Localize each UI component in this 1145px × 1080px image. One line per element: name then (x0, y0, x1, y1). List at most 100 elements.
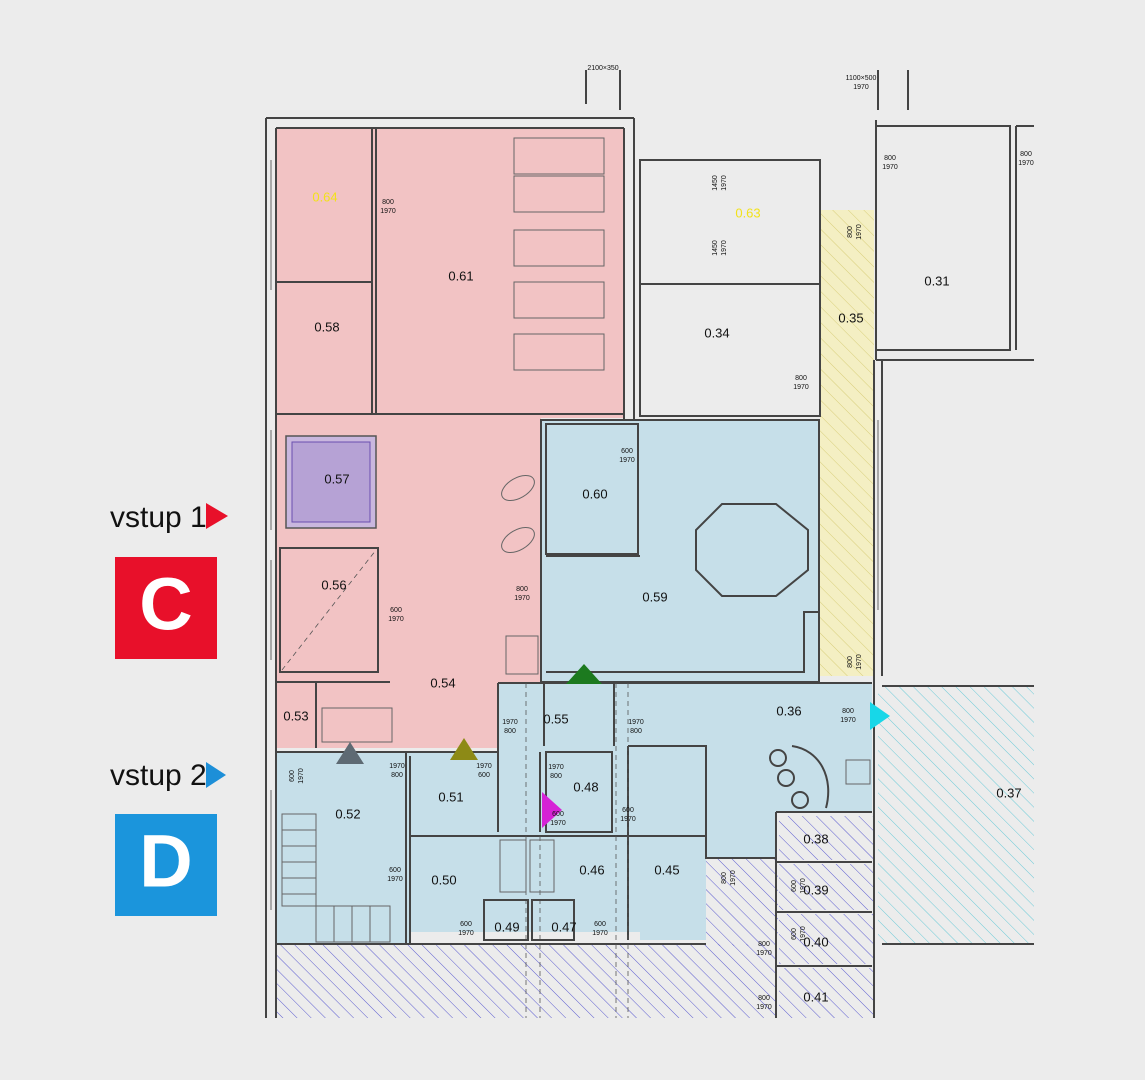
room-058: 0.58 (314, 319, 339, 334)
door-dim-600: 600 (478, 772, 490, 779)
hatch-wc-039 (779, 864, 873, 910)
door-dim-1970: 1970 (840, 717, 856, 724)
door-dim-1970: 1970 (1018, 160, 1034, 167)
door-dim-800: 800 (842, 708, 854, 715)
door-dim-1450: 1450 (712, 240, 719, 256)
marker-green-icon (566, 664, 602, 684)
door-dim-600: 600 (621, 448, 633, 455)
door-dim-1970: 1970 (628, 719, 644, 726)
room-060: 0.60 (582, 486, 607, 501)
door-dim-1970: 1970 (800, 926, 807, 942)
room-046: 0.46 (579, 862, 604, 877)
door-dim-800: 800 (884, 155, 896, 162)
door-dim-800: 800 (630, 728, 642, 735)
room-041: 0.41 (803, 989, 828, 1004)
room-036: 0.36 (776, 703, 801, 718)
badge-d-letter: D (139, 820, 192, 903)
room-037: 0.37 (996, 785, 1021, 800)
walls (265, 70, 1034, 1018)
room-050: 0.50 (431, 872, 456, 887)
door-dim-600: 600 (791, 928, 798, 940)
room-061: 0.61 (448, 268, 473, 283)
zone-d-lower (276, 683, 872, 944)
zone-d-upper (541, 420, 819, 682)
door-dim-1970: 1970 (793, 384, 809, 391)
door-dim-600: 600 (289, 770, 296, 782)
door-dim-1970: 1970 (721, 175, 728, 191)
room-059: 0.59 (642, 589, 667, 604)
entry1-label: vstup 1 (110, 501, 207, 534)
marker-cyan-icon (870, 702, 890, 730)
room-040: 0.40 (803, 934, 828, 949)
door-dim-1970: 1970 (856, 654, 863, 670)
door-dim-1970: 1970 (388, 616, 404, 623)
door-dim-600: 600 (390, 607, 402, 614)
room-039: 0.39 (803, 882, 828, 897)
room-057: 0.57 (324, 471, 349, 486)
door-dim-800: 800 (516, 586, 528, 593)
room-052: 0.52 (335, 806, 360, 821)
door-dim-1970: 1970 (756, 1004, 772, 1011)
door-dim-1970: 1970 (721, 240, 728, 256)
door-dim-800: 800 (1020, 151, 1032, 158)
room-049: 0.49 (494, 919, 519, 934)
door-dim-800: 800 (391, 772, 403, 779)
room-038: 0.38 (803, 831, 828, 846)
door-dim-800: 800 (847, 656, 854, 668)
door-dim-600: 600 (594, 921, 606, 928)
door-dim-1970: 1970 (730, 870, 737, 886)
room-055: 0.55 (543, 711, 568, 726)
door-dim-600: 600 (552, 811, 564, 818)
room-047: 0.47 (551, 919, 576, 934)
door-dim-1970: 1970 (476, 763, 492, 770)
door-dim-1970: 1970 (387, 876, 403, 883)
door-dim-1970: 1970 (620, 816, 636, 823)
badge-c-letter: C (139, 563, 192, 646)
room-053: 0.53 (283, 708, 308, 723)
room-045: 0.45 (654, 862, 679, 877)
door-dim-1450: 1450 (712, 175, 719, 191)
door-dim-800: 800 (758, 941, 770, 948)
door-dim-800: 800 (758, 995, 770, 1002)
door-dim-800: 800 (847, 226, 854, 238)
corridor-035-hatch (820, 210, 874, 676)
door-dim-1970: 1970 (550, 820, 566, 827)
door-dim-800: 800 (382, 199, 394, 206)
hatch-bottom-right (706, 858, 778, 946)
door-dim-800: 800 (795, 375, 807, 382)
room-035: 0.35 (838, 310, 863, 325)
door-top-1: 2100×350 (587, 65, 618, 72)
room-031: 0.31 (924, 273, 949, 288)
door-top-2b: 1970 (853, 84, 869, 91)
hatch-037 (878, 686, 1034, 944)
room-063: 0.63 (735, 205, 760, 220)
door-top-2a: 1100×500 (846, 75, 877, 82)
hatch-wc-038 (779, 816, 873, 860)
room-034: 0.34 (704, 325, 729, 340)
door-dim-600: 600 (389, 867, 401, 874)
entry2-label: vstup 2 (110, 759, 207, 792)
room-051: 0.51 (438, 789, 463, 804)
entry2-arrow-icon (206, 762, 226, 788)
door-dim-1970: 1970 (756, 950, 772, 957)
badge-d (115, 814, 217, 916)
door-dim-1970: 1970 (514, 595, 530, 602)
room-064: 0.64 (312, 189, 337, 204)
hatch-wc-041 (779, 968, 873, 1018)
hatch-wc-040 (779, 914, 873, 964)
door-dim-1970: 1970 (619, 457, 635, 464)
door-dim-1970: 1970 (800, 878, 807, 894)
door-dim-800: 800 (721, 872, 728, 884)
marker-gray-icon (336, 742, 364, 764)
door-dim-1970: 1970 (882, 164, 898, 171)
door-dim-1970: 1970 (298, 768, 305, 784)
door-dim-1970: 1970 (592, 930, 608, 937)
door-dim-1970: 1970 (380, 208, 396, 215)
door-dim-1970: 1970 (389, 763, 405, 770)
room-048: 0.48 (573, 779, 598, 794)
door-dim-1970: 1970 (458, 930, 474, 937)
room-054: 0.54 (430, 675, 455, 690)
door-dim-1970: 1970 (548, 764, 564, 771)
